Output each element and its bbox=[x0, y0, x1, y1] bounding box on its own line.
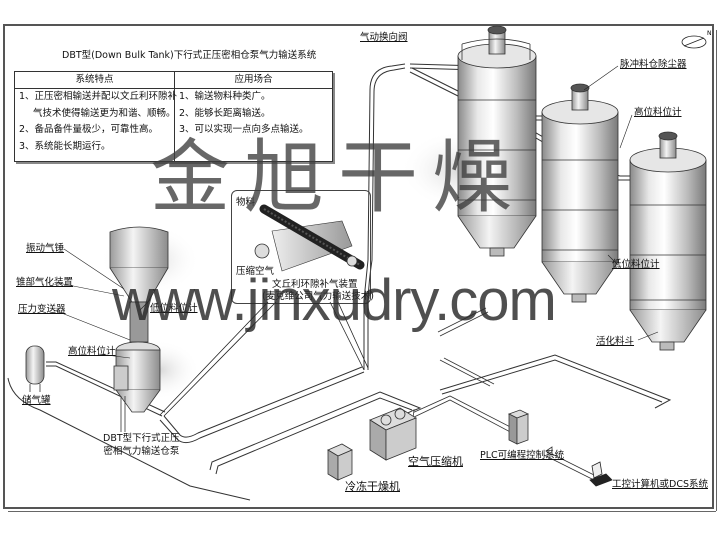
frame-shadow-right bbox=[716, 30, 717, 511]
watermark-url: www.jinxudry.com bbox=[112, 268, 557, 333]
application-item: 3、可以实现一点向多点输送。 bbox=[179, 124, 309, 135]
silo-low-level-gauge-label: 低位料位计 bbox=[612, 259, 660, 270]
feature-item: 3、系统能长期运行。 bbox=[19, 140, 111, 152]
diverter-valve-label: 气动换向阀 bbox=[360, 32, 408, 43]
silo-1 bbox=[400, 25, 537, 257]
pump-caption-line1: DBT型下行式正压 bbox=[103, 433, 180, 444]
pump-caption-line2: 密相气力输送仓泵 bbox=[103, 446, 180, 457]
vibrating-hammer-label: 振动气锤 bbox=[26, 243, 65, 254]
application-item: 1、输送物料种类广。 bbox=[179, 91, 271, 102]
venturi-inset bbox=[231, 190, 371, 304]
inset-material-label: 物料 bbox=[236, 197, 256, 208]
freeze-dryer-label: 冷冻干燥机 bbox=[345, 480, 400, 493]
air-compressor-label: 空气压缩机 bbox=[408, 455, 463, 468]
fluidized-hopper-label: 活化料斗 bbox=[596, 336, 635, 347]
inset-device-name: 文丘利环隙补气装置 bbox=[272, 279, 358, 290]
air-compressor bbox=[369, 407, 417, 461]
cone-aeration-label: 锥部气化装置 bbox=[16, 277, 74, 288]
application-item: 2、能够长距离输送。 bbox=[179, 107, 271, 119]
silo-high-level-gauge-label: 高位料位计 bbox=[634, 107, 682, 118]
air-tank bbox=[25, 345, 45, 392]
features-column: 系统特点 1、正压密相输送并配以文丘利环隙补 气技术使得输送更为和谐、顺畅。 2… bbox=[15, 72, 178, 161]
feature-item: 气技术使得输送更为和谐、顺畅。 bbox=[33, 107, 176, 119]
features-header: 系统特点 bbox=[15, 72, 174, 89]
pump-caption: DBT型下行式正压 密相气力输送仓泵 bbox=[103, 432, 180, 458]
ipc-dcs-label: 工控计算机或DCS系统 bbox=[612, 479, 708, 490]
features-table: 系统特点 1、正压密相输送并配以文丘利环隙补 气技术使得输送更为和谐、顺畅。 2… bbox=[14, 71, 333, 162]
air-tank-label: 储气罐 bbox=[22, 395, 51, 406]
hopper-low-level-gauge-label: 低位料位计 bbox=[150, 303, 198, 314]
pulse-dust-collector-label: 脉冲料仓除尘器 bbox=[620, 59, 687, 70]
diagram-title: DBT型(Down Bulk Tank)下行式正压密相仓泵气力输送系统 bbox=[62, 50, 317, 61]
laptop bbox=[589, 461, 613, 487]
plc-label: PLC可编程控制系统 bbox=[480, 450, 565, 461]
silo-3 bbox=[629, 131, 707, 351]
watermark-brand: 金旭干燥 bbox=[150, 131, 526, 224]
silo-2 bbox=[541, 83, 619, 303]
pressure-transmitter-label: 压力变送器 bbox=[18, 304, 66, 315]
compass-icon bbox=[681, 35, 707, 49]
inset-compressed-air-label: 压缩空气 bbox=[236, 266, 275, 277]
feature-item: 2、备品备件量极少，可靠性高。 bbox=[19, 124, 159, 135]
dbt-pump bbox=[113, 340, 200, 432]
feature-item: 1、正压密相输送并配以文丘利环隙补 bbox=[19, 91, 178, 102]
venturi-device-illustration bbox=[254, 204, 365, 272]
svg-text:N: N bbox=[707, 30, 712, 37]
applications-header: 应用场合 bbox=[175, 72, 332, 89]
frame-shadow bbox=[8, 511, 716, 512]
plc-cabinet bbox=[507, 409, 530, 445]
applications-column: 应用场合 1、输送物料种类广。 2、能够长距离输送。 3、可以实现一点向多点输送… bbox=[175, 72, 332, 161]
inset-device-subtitle: (麦克维公司气力输送技术) bbox=[262, 291, 374, 302]
freeze-dryer bbox=[327, 443, 353, 481]
pump-high-level-gauge-label: 高位料位计 bbox=[68, 346, 116, 357]
feed-hopper bbox=[100, 225, 200, 343]
